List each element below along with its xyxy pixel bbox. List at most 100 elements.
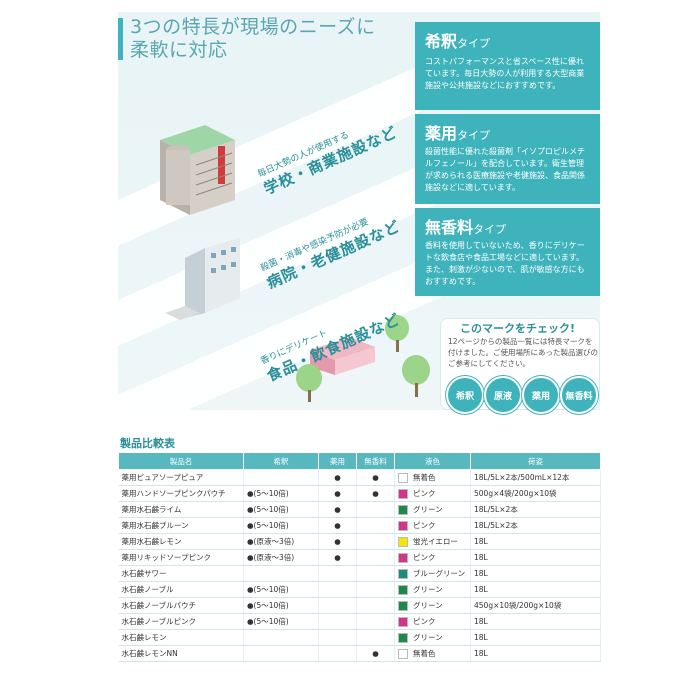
cell-pack: 500g×4袋/200g×10袋 [470,485,601,502]
type-2-heading: 薬用タイプ [415,114,600,146]
color-label: グリーン [413,585,443,594]
cell-name: 薬用ハンドソープピンクパウチ [118,485,244,502]
mark-check-desc: 12ページからの製品一覧には特長マークを付けました。ご使用場所にあった製品選びの… [448,337,598,368]
title-line-1: 3つの特長が現場のニーズに [130,16,376,38]
badge-undiluted: 原液 [484,376,522,414]
cell-dilution: ●(5〜10倍) [243,597,319,614]
col-header-name: 製品名 [118,452,244,470]
title-line-2: 柔軟に対応 [130,39,228,61]
cell-color: 蛍光イエロー [394,533,471,550]
badge-unscented: 無香料 [560,376,598,414]
color-label: グリーン [413,601,443,610]
cell-medicated: ● [318,501,357,518]
type-1-desc: コストパフォーマンスと省スペース性に優れています。毎日大勢の人が利用する大型商業… [425,57,585,90]
cell-unscented [356,517,395,534]
cell-pack: 18L [470,565,601,582]
cell-color: ピンク [394,485,471,502]
color-label: 蛍光イエロー [413,537,458,546]
badge-dilution: 希釈 [446,376,484,414]
cell-medicated [318,565,357,582]
cell-name: 水石鹸レモンNN [118,645,244,662]
cell-pack: 18L [470,645,601,662]
cell-dilution: ●(5〜10倍) [243,501,319,518]
tree-1-trunk [396,340,399,352]
cell-unscented [356,613,395,630]
color-label: ピンク [413,617,436,626]
tree-2-trunk [308,390,311,402]
cell-medicated: ● [318,517,357,534]
cell-color: ピンク [394,613,471,630]
color-swatch [398,489,408,499]
cell-dilution [243,629,319,646]
cell-medicated: ● [318,469,357,486]
cell-color: グリーン [394,501,471,518]
cell-pack: 18L/5L×2本/500mL×12本 [470,469,601,486]
cell-dilution: ●(5〜10倍) [243,581,319,598]
cell-medicated: ● [318,485,357,502]
cell-unscented: ● [356,469,395,486]
cell-name: 薬用リキッドソープピンク [118,549,244,566]
cell-name: 薬用水石鹸ライム [118,501,244,518]
cell-dilution [243,645,319,662]
col-header-pack: 荷姿 [470,452,601,470]
cell-color: ピンク [394,549,471,566]
color-label: ピンク [413,521,436,530]
cell-unscented [356,597,395,614]
cell-dilution: ●(5〜10倍) [243,613,319,630]
cell-dilution: ●(原液〜3倍) [243,549,319,566]
cell-unscented [356,629,395,646]
color-label: グリーン [413,505,443,514]
cell-color: グリーン [394,629,471,646]
cell-unscented: ● [356,485,395,502]
cell-unscented [356,533,395,550]
cell-dilution [243,565,319,582]
table-title: 製品比較表 [120,437,175,450]
commercial-building-illustration [150,110,240,220]
col-header-medicated: 薬用 [318,452,357,470]
cell-color: ピンク [394,517,471,534]
color-label: 無着色 [413,473,436,482]
type-2-name: 薬用 [425,124,458,143]
hospital-building-illustration [165,238,245,328]
type-1-heading: 希釈タイプ [415,22,600,54]
cell-unscented: ● [356,645,395,662]
cell-medicated [318,581,357,598]
cell-color: 無着色 [394,469,471,486]
type-3-suffix: タイプ [473,223,507,236]
mark-check-title: このマークをチェック! [460,322,576,335]
cell-name: 薬用水石鹸レモン [118,533,244,550]
tree-2 [296,364,322,392]
color-swatch [398,617,408,627]
cell-pack: 450g×10袋/200g×10袋 [470,597,601,614]
color-swatch [398,601,408,611]
color-label: ブルーグリーン [413,569,466,578]
cell-color: グリーン [394,581,471,598]
cell-medicated [318,629,357,646]
type-panel-unscented-body: 香料を使用していないため、香りにデリケートな飲食店や食品工場などに適しています。… [415,238,600,296]
cell-pack: 18L [470,533,601,550]
cell-unscented [356,549,395,566]
badge-medicated: 薬用 [522,376,560,414]
cell-name: 薬用水石鹸ブルーン [118,517,244,534]
cell-medicated [318,597,357,614]
color-swatch [398,537,408,547]
type-2-suffix: タイプ [457,129,491,142]
type-1-suffix: タイプ [457,37,491,50]
cell-dilution [243,469,319,486]
col-header-unscented: 無香料 [356,452,395,470]
cell-unscented [356,565,395,582]
cell-medicated [318,613,357,630]
cell-name: 水石鹸レモン [118,629,244,646]
cell-color: 無着色 [394,645,471,662]
color-label: ピンク [413,553,436,562]
